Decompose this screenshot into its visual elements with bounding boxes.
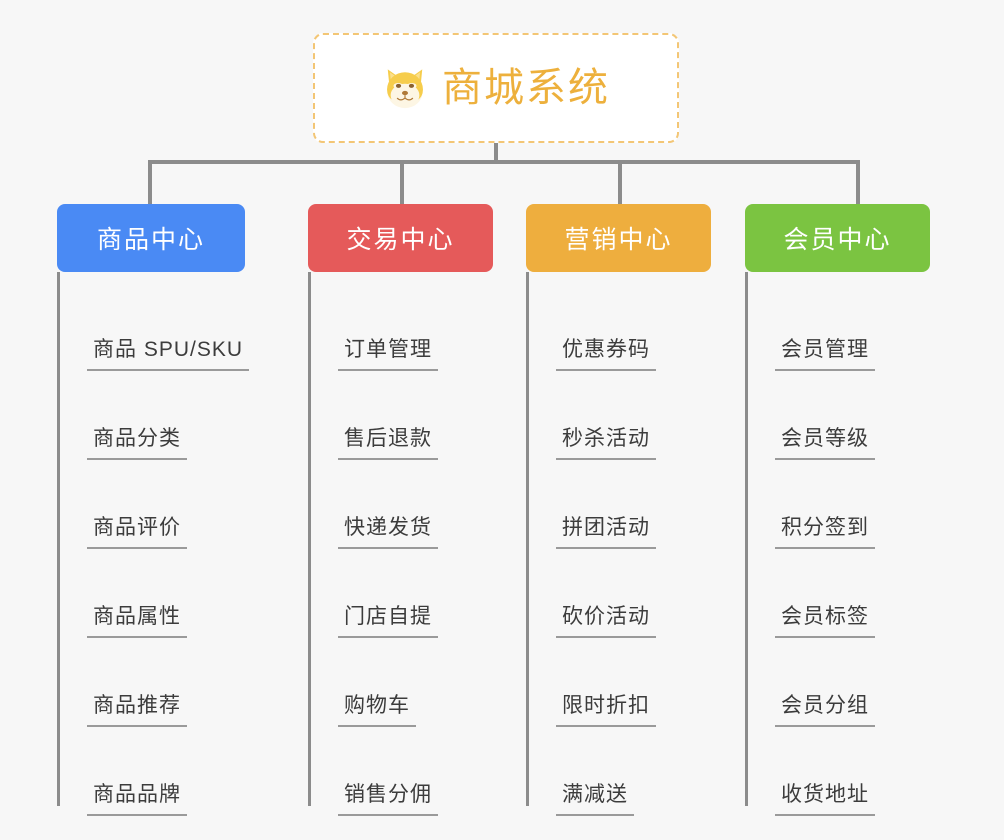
connector-drop-4	[856, 160, 860, 204]
leaf-label: 销售分佣	[338, 783, 438, 816]
leaf-label: 砍价活动	[556, 605, 656, 638]
branch-leaves-4: 会员管理 会员等级 积分签到 会员标签 会员分组 收货地址	[745, 272, 930, 816]
branch-column-3: 营销中心 优惠券码 秒杀活动 拼团活动 砍价活动 限时折扣 满减送	[526, 204, 711, 816]
list-item[interactable]: 秒杀活动	[526, 371, 711, 460]
branch-trunk-4	[745, 272, 748, 806]
leaf-label: 商品属性	[87, 605, 187, 638]
branch-trunk-3	[526, 272, 529, 806]
list-item[interactable]: 门店自提	[308, 549, 493, 638]
branch-header-label-1: 商品中心	[96, 226, 205, 254]
branch-column-1: 商品中心 商品 SPU/SKU 商品分类 商品评价 商品属性 商品推荐 商品品牌	[57, 204, 250, 816]
leaf-label: 收货地址	[775, 783, 875, 816]
leaf-label: 优惠券码	[556, 338, 656, 371]
branch-header-label-2: 交易中心	[346, 226, 455, 254]
root-node[interactable]: 商城系统	[313, 33, 679, 143]
leaf-label: 满减送	[556, 783, 634, 816]
leaf-label: 秒杀活动	[556, 427, 656, 460]
leaf-label: 商品 SPU/SKU	[87, 338, 250, 371]
leaf-label: 会员管理	[775, 338, 875, 371]
leaf-label: 商品推荐	[87, 694, 187, 727]
leaf-label: 商品分类	[87, 427, 187, 460]
branch-leaves-3: 优惠券码 秒杀活动 拼团活动 砍价活动 限时折扣 满减送	[526, 272, 711, 816]
branch-column-4: 会员中心 会员管理 会员等级 积分签到 会员标签 会员分组 收货地址	[745, 204, 930, 816]
list-item[interactable]: 会员管理	[745, 282, 930, 371]
list-item[interactable]: 优惠券码	[526, 282, 711, 371]
list-item[interactable]: 积分签到	[745, 460, 930, 549]
leaf-label: 拼团活动	[556, 516, 656, 549]
branch-header-label-3: 营销中心	[564, 226, 673, 254]
connector-drop-1	[148, 160, 152, 204]
connector-horizontal-bar	[148, 160, 860, 164]
list-item[interactable]: 砍价活动	[526, 549, 711, 638]
list-item[interactable]: 订单管理	[308, 282, 493, 371]
list-item[interactable]: 商品分类	[57, 371, 245, 460]
leaf-label: 会员标签	[775, 605, 875, 638]
list-item[interactable]: 会员标签	[745, 549, 930, 638]
list-item[interactable]: 购物车	[308, 638, 493, 727]
leaf-label: 积分签到	[775, 516, 875, 549]
branch-header-3[interactable]: 营销中心	[526, 204, 711, 272]
leaf-label: 商品评价	[87, 516, 187, 549]
branch-leaves-2: 订单管理 售后退款 快递发货 门店自提 购物车 销售分佣	[308, 272, 493, 816]
branch-header-1[interactable]: 商品中心	[57, 204, 245, 272]
list-item[interactable]: 售后退款	[308, 371, 493, 460]
leaf-label: 购物车	[338, 694, 416, 727]
connector-drop-3	[618, 160, 622, 204]
list-item[interactable]: 商品品牌	[57, 727, 245, 816]
connector-stem	[494, 143, 498, 162]
leaf-label: 会员分组	[775, 694, 875, 727]
branch-leaves-1: 商品 SPU/SKU 商品分类 商品评价 商品属性 商品推荐 商品品牌	[57, 272, 250, 816]
shiba-dog-face-icon	[387, 69, 423, 109]
connector-drop-2	[400, 160, 404, 204]
leaf-label: 门店自提	[338, 605, 438, 638]
list-item[interactable]: 商品评价	[57, 460, 245, 549]
branch-header-4[interactable]: 会员中心	[745, 204, 930, 272]
branch-trunk-2	[308, 272, 311, 806]
leaf-label: 商品品牌	[87, 783, 187, 816]
branch-column-2: 交易中心 订单管理 售后退款 快递发货 门店自提 购物车 销售分佣	[308, 204, 493, 816]
list-item[interactable]: 满减送	[526, 727, 711, 816]
leaf-label: 订单管理	[338, 338, 438, 371]
leaf-label: 售后退款	[338, 427, 438, 460]
list-item[interactable]: 会员分组	[745, 638, 930, 727]
list-item[interactable]: 商品推荐	[57, 638, 245, 727]
leaf-label: 限时折扣	[556, 694, 656, 727]
leaf-label: 会员等级	[775, 427, 875, 460]
list-item[interactable]: 收货地址	[745, 727, 930, 816]
list-item[interactable]: 商品 SPU/SKU	[57, 282, 250, 371]
leaf-label: 快递发货	[338, 516, 438, 549]
list-item[interactable]: 销售分佣	[308, 727, 493, 816]
list-item[interactable]: 快递发货	[308, 460, 493, 549]
root-title: 商城系统	[442, 66, 610, 110]
list-item[interactable]: 拼团活动	[526, 460, 711, 549]
list-item[interactable]: 限时折扣	[526, 638, 711, 727]
branch-header-2[interactable]: 交易中心	[308, 204, 493, 272]
list-item[interactable]: 商品属性	[57, 549, 245, 638]
branch-header-label-4: 会员中心	[783, 226, 892, 254]
branch-trunk-1	[57, 272, 60, 806]
list-item[interactable]: 会员等级	[745, 371, 930, 460]
